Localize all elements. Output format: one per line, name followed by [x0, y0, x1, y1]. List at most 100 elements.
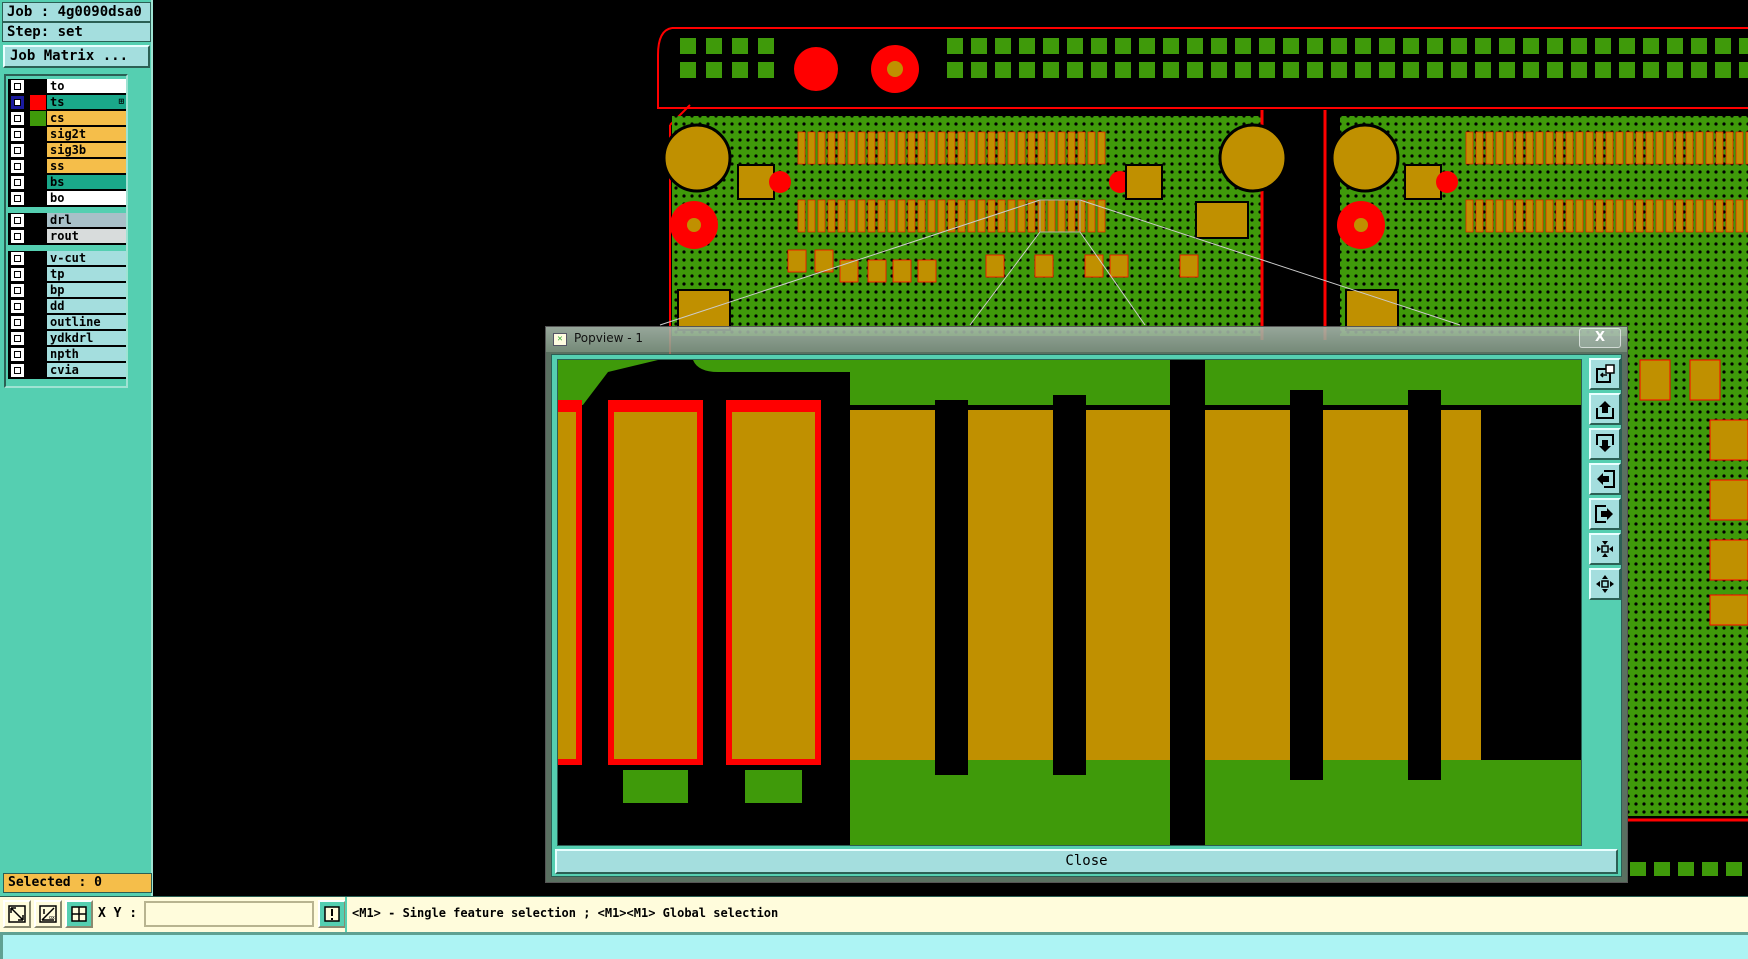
pan-left-button[interactable]: [1589, 463, 1621, 495]
layer-checkbox[interactable]: [11, 160, 24, 173]
grid-button[interactable]: [65, 900, 93, 928]
layer-row-sig3b[interactable]: sig3b: [8, 143, 126, 158]
angle-button[interactable]: ox: [34, 900, 62, 928]
xy-coordinate-input[interactable]: [144, 901, 314, 927]
layer-checkbox[interactable]: [11, 268, 24, 281]
layer-row-rout[interactable]: rout: [8, 229, 126, 244]
layer-color-swatch[interactable]: [30, 111, 46, 126]
zoom-in-button[interactable]: [1589, 533, 1621, 565]
svg-text:ox: ox: [49, 915, 55, 921]
layer-list: to ts⊞ cs sig2t sig3b ss bs bo drl rout v-cut tp bp d…: [4, 74, 128, 388]
xy-label: X Y :: [98, 906, 138, 921]
layer-row-bp[interactable]: bp: [8, 283, 126, 298]
measure-button[interactable]: [3, 900, 31, 928]
pan-up-icon: [1596, 401, 1614, 419]
connector-pads-row-bottom: [1630, 862, 1742, 876]
layer-checkbox[interactable]: [11, 214, 24, 227]
layer-row-dd[interactable]: dd: [8, 299, 126, 314]
alert-button[interactable]: [318, 900, 346, 928]
zoom-out-button[interactable]: [1589, 568, 1621, 600]
pan-right-button[interactable]: [1589, 498, 1621, 530]
layer-row-outline[interactable]: outline: [8, 315, 126, 330]
layer-row-ts[interactable]: ts⊞: [8, 95, 126, 110]
status-message: <M1> - Single feature selection ; <M1><M…: [352, 906, 779, 920]
pan-right-icon: [1595, 505, 1613, 523]
layer-name[interactable]: v-cut: [47, 251, 126, 265]
layer-row-bo[interactable]: bo: [8, 191, 126, 206]
exclamation-icon: [324, 906, 340, 922]
zoom-home-icon: [1596, 364, 1615, 383]
layer-checkbox[interactable]: [11, 348, 24, 361]
job-matrix-button[interactable]: Job Matrix ...: [3, 45, 150, 68]
layer-row-drl[interactable]: drl: [8, 213, 126, 228]
mounting-hole: [794, 47, 838, 91]
layer-name[interactable]: ydkdrl: [47, 331, 126, 345]
layer-group: drl rout: [8, 213, 126, 245]
layer-name[interactable]: bp: [47, 283, 126, 297]
layer-name[interactable]: cvia: [47, 363, 126, 377]
layer-checkbox[interactable]: [11, 80, 24, 93]
layer-checkbox[interactable]: [11, 176, 24, 189]
layer-name[interactable]: bs: [47, 175, 126, 189]
popview-toolbar: [1589, 358, 1621, 603]
popview-title: Popview - 1: [574, 331, 643, 345]
layer-checkbox[interactable]: [11, 332, 24, 345]
layer-checkbox[interactable]: [11, 112, 24, 125]
layer-row-npth[interactable]: npth: [8, 347, 126, 362]
layer-checkbox[interactable]: [11, 364, 24, 377]
layer-name[interactable]: sig2t: [47, 127, 126, 141]
window-app-icon: ✕: [553, 333, 567, 346]
pan-left-icon: [1597, 470, 1615, 488]
layer-name[interactable]: ts⊞: [47, 95, 126, 109]
layer-row-v-cut[interactable]: v-cut: [8, 251, 126, 266]
layer-name[interactable]: to: [47, 79, 126, 93]
pan-up-button[interactable]: [1589, 393, 1621, 425]
layer-checkbox[interactable]: [11, 128, 24, 141]
popview-zoom-canvas[interactable]: [557, 359, 1582, 846]
layer-name[interactable]: bo: [47, 191, 126, 205]
window-close-button[interactable]: X: [1579, 328, 1621, 348]
layer-checkbox[interactable]: [11, 192, 24, 205]
zoom-home-button[interactable]: [1589, 358, 1621, 390]
toolbar-divider: [345, 897, 347, 932]
popview-titlebar[interactable]: ✕ Popview - 1 X: [546, 327, 1627, 352]
layer-group: v-cut tp bp dd outline ydkdrl npth cvia: [8, 251, 126, 379]
layer-row-ss[interactable]: ss: [8, 159, 126, 174]
layer-name[interactable]: npth: [47, 347, 126, 361]
connector-pads-row: [680, 38, 1748, 78]
affected-marker-icon: ⊞: [118, 97, 124, 107]
layer-checkbox[interactable]: [11, 230, 24, 243]
layer-checkbox[interactable]: [11, 96, 24, 109]
selected-count: Selected : 0: [3, 873, 152, 893]
layer-color-swatch[interactable]: [30, 95, 46, 110]
layer-name[interactable]: rout: [47, 229, 126, 243]
layer-row-to[interactable]: to: [8, 79, 126, 94]
status-bar: [0, 932, 1748, 959]
close-button[interactable]: Close: [555, 849, 1618, 874]
layer-row-cvia[interactable]: cvia: [8, 363, 126, 378]
layer-name[interactable]: drl: [47, 213, 126, 227]
layer-name[interactable]: outline: [47, 315, 126, 329]
layer-row-tp[interactable]: tp: [8, 267, 126, 282]
layer-checkbox[interactable]: [11, 252, 24, 265]
layer-name[interactable]: cs: [47, 111, 126, 125]
measure-diagonal-icon: [8, 905, 26, 923]
layer-row-sig2t[interactable]: sig2t: [8, 127, 126, 142]
pan-down-button[interactable]: [1589, 428, 1621, 460]
layer-row-bs[interactable]: bs: [8, 175, 126, 190]
layer-checkbox[interactable]: [11, 300, 24, 313]
layer-checkbox[interactable]: [11, 144, 24, 157]
pcb-graphics-canvas[interactable]: [0, 0, 1748, 896]
job-name: Job : 4g0090dsa0: [2, 2, 151, 22]
layer-name[interactable]: sig3b: [47, 143, 126, 157]
layer-name[interactable]: ss: [47, 159, 126, 173]
layer-checkbox[interactable]: [11, 316, 24, 329]
layer-checkbox[interactable]: [11, 284, 24, 297]
layer-name[interactable]: dd: [47, 299, 126, 313]
popview-body: Close: [551, 354, 1622, 877]
layer-row-ydkdrl[interactable]: ydkdrl: [8, 331, 126, 346]
layer-name[interactable]: tp: [47, 267, 126, 281]
popview-window: ✕ Popview - 1 X Close: [545, 326, 1628, 883]
pan-down-icon: [1596, 434, 1614, 452]
layer-row-cs[interactable]: cs: [8, 111, 126, 126]
